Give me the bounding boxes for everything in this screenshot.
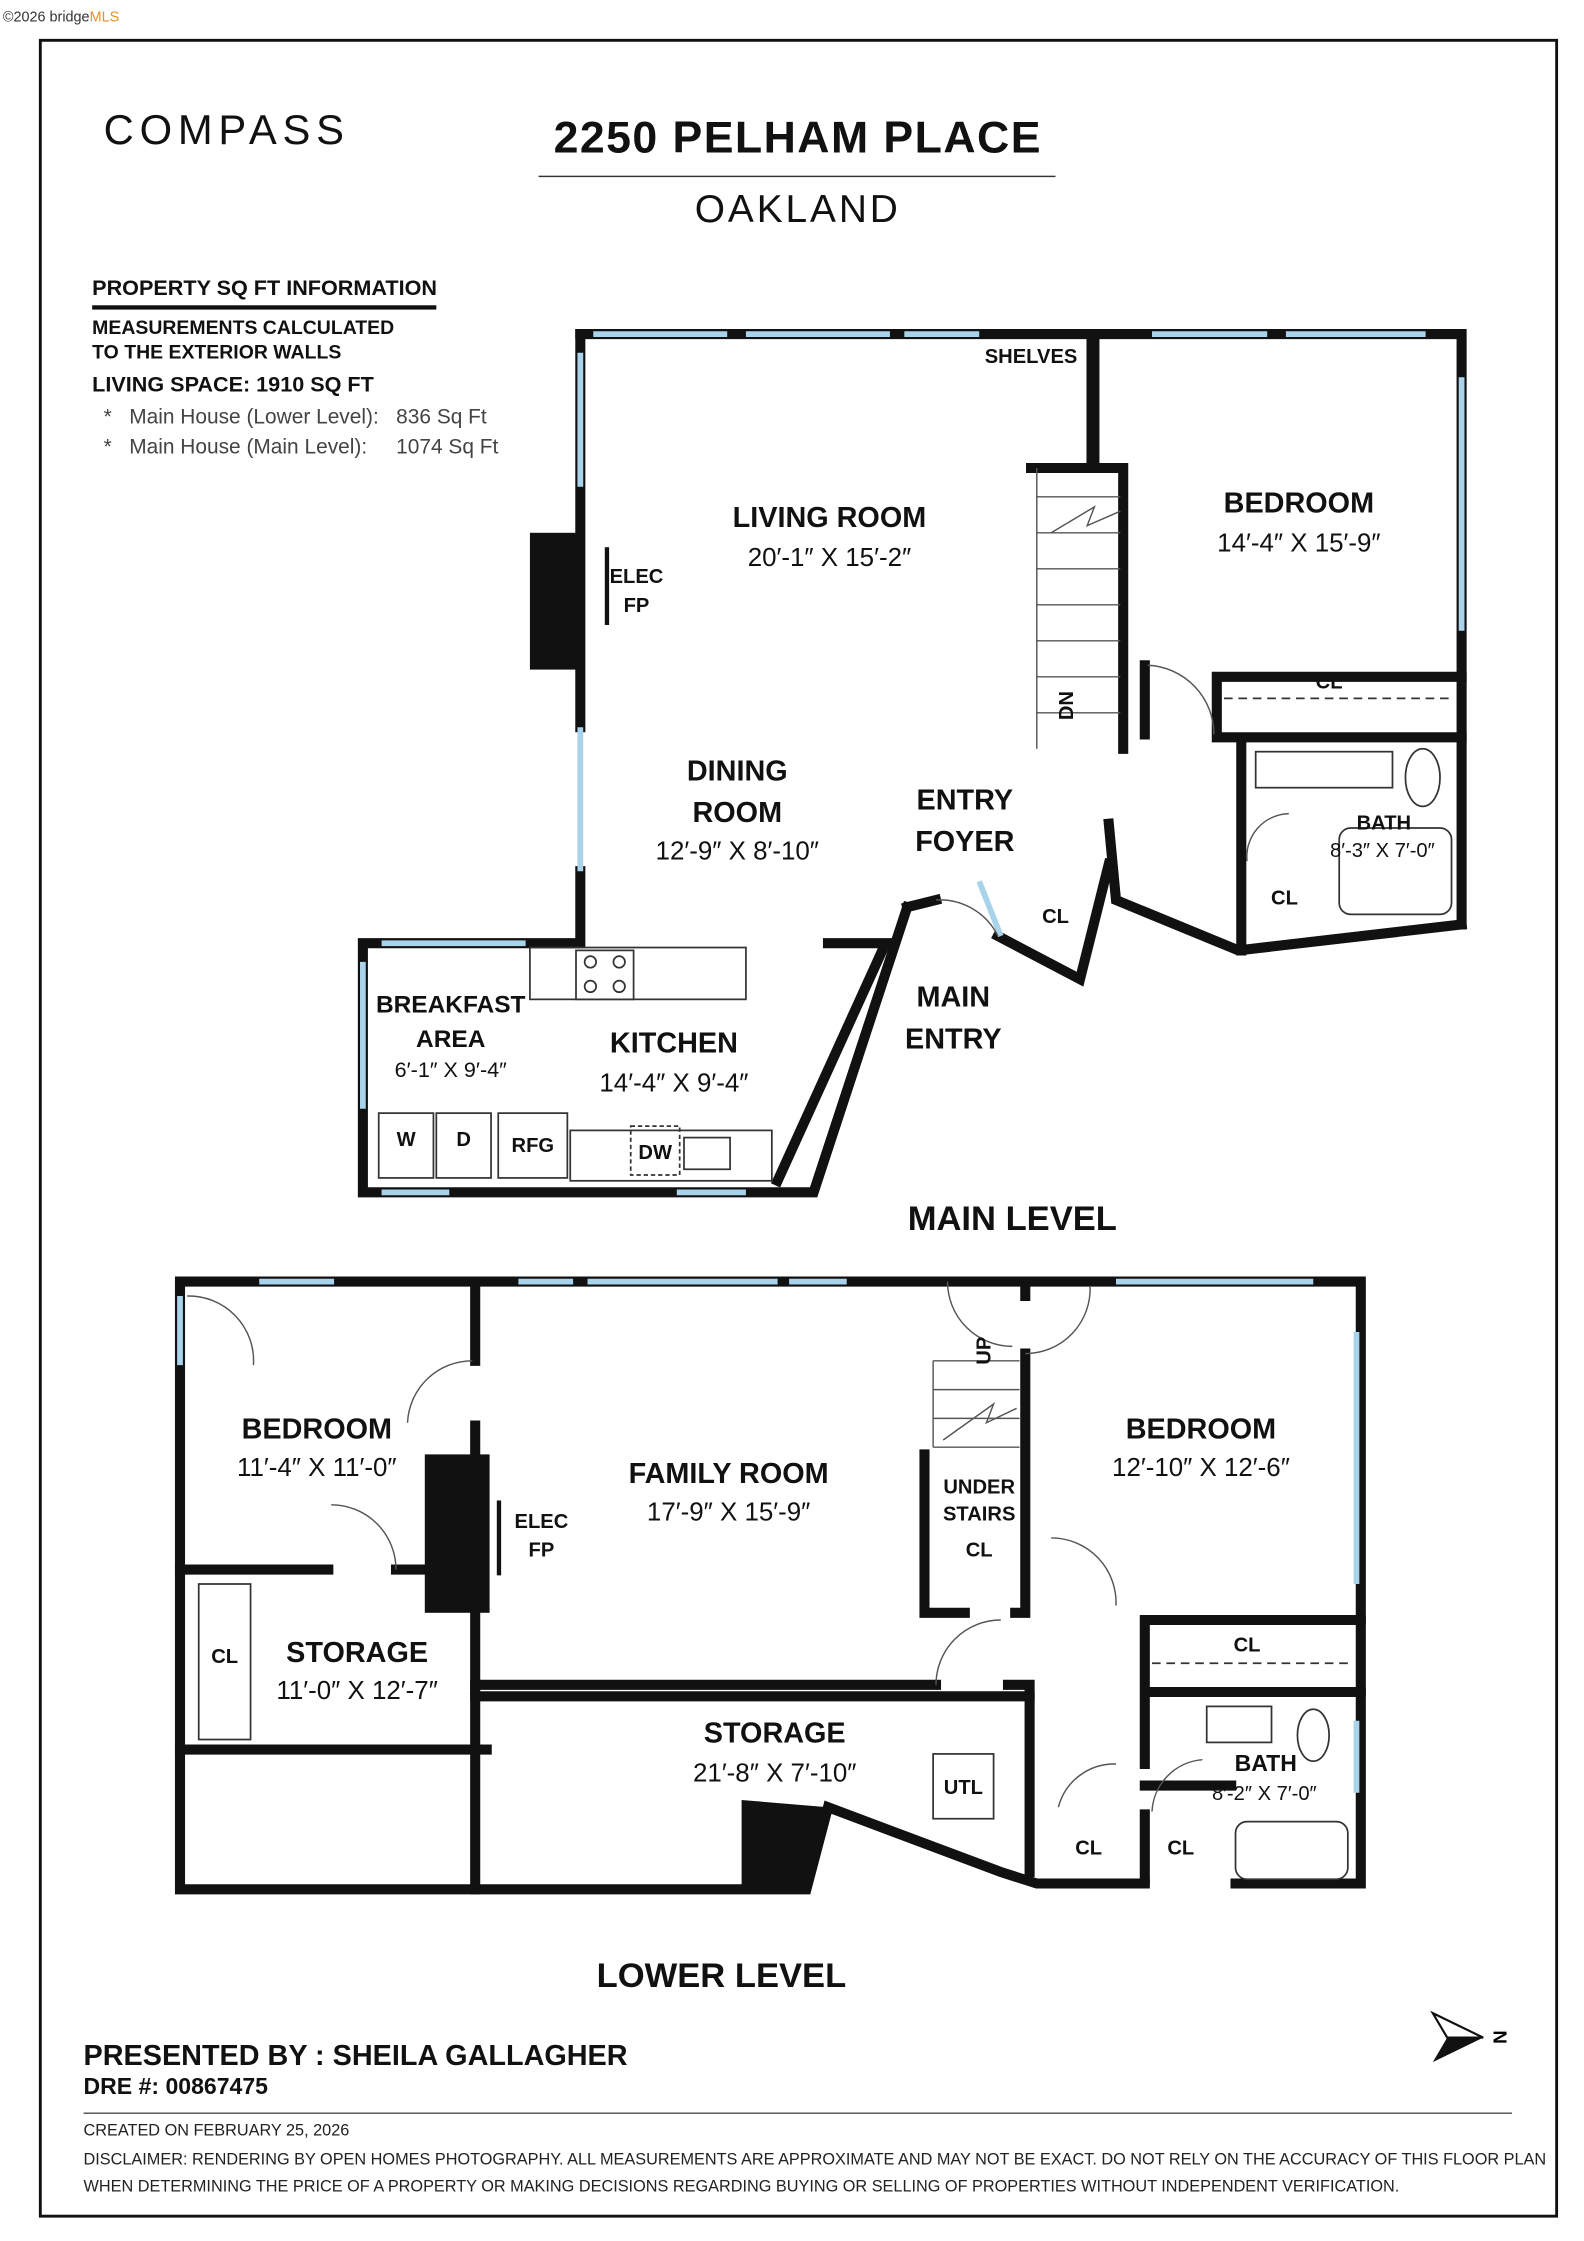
main-bedroom-name: BEDROOM (1224, 488, 1374, 520)
storage-left-dims: 11′-0″ X 12′-7″ (276, 1677, 438, 1705)
north-arrow-icon: N (1430, 2010, 1510, 2063)
bedroom-closet-label: CL (1316, 671, 1343, 693)
lower-bath-name: BATH (1235, 1750, 1297, 1776)
title-divider (538, 175, 1056, 178)
north-letter: N (1489, 2030, 1510, 2044)
dining-label-1: DINING (687, 755, 788, 787)
family-room-dims: 17′-9″ X 15′-9″ (647, 1499, 810, 1527)
main-elec-label: ELEC (610, 566, 664, 588)
family-room-name: FAMILY ROOM (629, 1458, 829, 1490)
under-stairs-label-2: STAIRS (943, 1504, 1015, 1526)
lower-bedroom-right-dims: 12′-10″ X 12′-6″ (1112, 1454, 1290, 1482)
dre-number: DRE #: 00867475 (83, 2075, 268, 2100)
living-space-total: LIVING SPACE: 1910 SQ FT (92, 372, 374, 398)
main-doors (935, 664, 1289, 937)
sqft-row-main: * Main House (Main Level): 1074 Sq Ft (103, 436, 499, 460)
dining-dims: 12′-9″ X 8′-10″ (656, 838, 819, 866)
disclaimer-line-1: DISCLAIMER: RENDERING BY OPEN HOMES PHOT… (83, 2151, 1547, 2169)
lower-stairs (932, 1360, 1020, 1448)
lower-fireplace-hearth (496, 1500, 502, 1576)
dryer-label: D (456, 1129, 471, 1151)
main-bath-name: BATH (1357, 812, 1412, 834)
under-stairs-label-1: UNDER (943, 1476, 1015, 1498)
sqft-row-lower: * Main House (Lower Level): 836 Sq Ft (103, 406, 487, 430)
kitchen-fixtures (377, 697, 1455, 1182)
main-fp-label: FP (624, 595, 650, 617)
main-fireplace (529, 532, 581, 670)
presented-by: PRESENTED BY : SHEILA GALLAGHER (83, 2040, 628, 2073)
lower-fireplace (424, 1454, 490, 1613)
main-entry-label-1: MAIN (916, 982, 990, 1014)
breakfast-label-1: BREAKFAST (376, 991, 526, 1018)
utility-label: UTL (944, 1777, 983, 1799)
dishwasher-label: DW (638, 1142, 672, 1164)
lower-bath-dims: 8′-2″ X 7′-0″ (1212, 1783, 1317, 1805)
main-fireplace-hearth (604, 547, 610, 625)
stairs-up-label: UP (974, 1337, 996, 1365)
lower-closet-1-label: CL (1075, 1838, 1102, 1860)
under-stairs-closet-label: CL (966, 1540, 993, 1562)
lower-fp-label: FP (529, 1540, 555, 1562)
lower-level-windows (177, 1278, 1360, 1793)
mls-watermark: ©2026 bridgeMLS (2, 10, 120, 26)
address-title: 2250 PELHAM PLACE (553, 112, 1042, 163)
living-room-name: LIVING ROOM (733, 502, 927, 534)
main-level-title: MAIN LEVEL (908, 1200, 1117, 1238)
lower-fixtures (197, 1583, 1354, 1881)
compass-logo: COMPASS (103, 108, 350, 155)
main-level-windows (360, 331, 1465, 1196)
lower-doors (187, 1281, 1203, 1812)
kitchen-name: KITCHEN (610, 1028, 738, 1060)
lower-bedroom-left-dims: 11′-4″ X 11′-0″ (237, 1454, 397, 1482)
lower-wall-block (741, 1800, 829, 1890)
disclaimer-line-2: WHEN DETERMINING THE PRICE OF A PROPERTY… (83, 2178, 1400, 2196)
living-room-dims: 20′-1″ X 15′-2″ (748, 544, 911, 572)
entry-closet-label: CL (1042, 906, 1069, 928)
lower-level-walls (174, 1276, 1366, 1895)
entry-label-1: ENTRY (917, 784, 1014, 816)
lower-bedroom-closet-label: CL (1234, 1635, 1261, 1657)
fridge-label: RFG (512, 1135, 555, 1157)
stairs-down-label: DN (1056, 691, 1078, 720)
sqft-heading: PROPERTY SQ FT INFORMATION (92, 276, 437, 310)
storage-left-name: STORAGE (286, 1637, 428, 1669)
sheet-border (38, 38, 1559, 2218)
created-date: CREATED ON FEBRUARY 25, 2026 (83, 2122, 350, 2140)
lower-closet-2-label: CL (1167, 1838, 1194, 1860)
entry-label-2: FOYER (915, 826, 1014, 858)
kitchen-dims: 14′-4″ X 9′-4″ (599, 1070, 748, 1098)
main-bath-dims: 8′-3″ X 7′-0″ (1330, 840, 1435, 862)
main-level-walls (357, 329, 1468, 1198)
storage-mid-name: STORAGE (704, 1717, 846, 1749)
footer-divider (83, 2112, 1512, 2114)
washer-label: W (397, 1129, 416, 1151)
city-subtitle: OAKLAND (694, 187, 901, 231)
breakfast-label-2: AREA (416, 1026, 486, 1053)
main-stairs (1036, 468, 1121, 749)
storage-closet-label: CL (211, 1646, 238, 1668)
breakfast-dims: 6′-1″ X 9′-4″ (395, 1057, 508, 1082)
utility-box (932, 1753, 995, 1820)
sqft-note-2: TO THE EXTERIOR WALLS (92, 341, 342, 363)
main-entry-label-2: ENTRY (905, 1023, 1002, 1055)
dining-label-2: ROOM (692, 797, 782, 829)
storage-mid-dims: 21′-8″ X 7′-10″ (693, 1759, 856, 1787)
lower-bedroom-left-name: BEDROOM (242, 1414, 392, 1446)
main-bedroom-dims: 14′-4″ X 15′-9″ (1217, 530, 1380, 558)
bath-closet-label: CL (1271, 887, 1298, 909)
shelves-label: SHELVES (985, 346, 1078, 368)
sqft-note-1: MEASUREMENTS CALCULATED (92, 316, 395, 339)
lower-bedroom-right-name: BEDROOM (1126, 1414, 1276, 1446)
lower-elec-label: ELEC (515, 1511, 569, 1533)
lower-level-title: LOWER LEVEL (597, 1957, 847, 1995)
